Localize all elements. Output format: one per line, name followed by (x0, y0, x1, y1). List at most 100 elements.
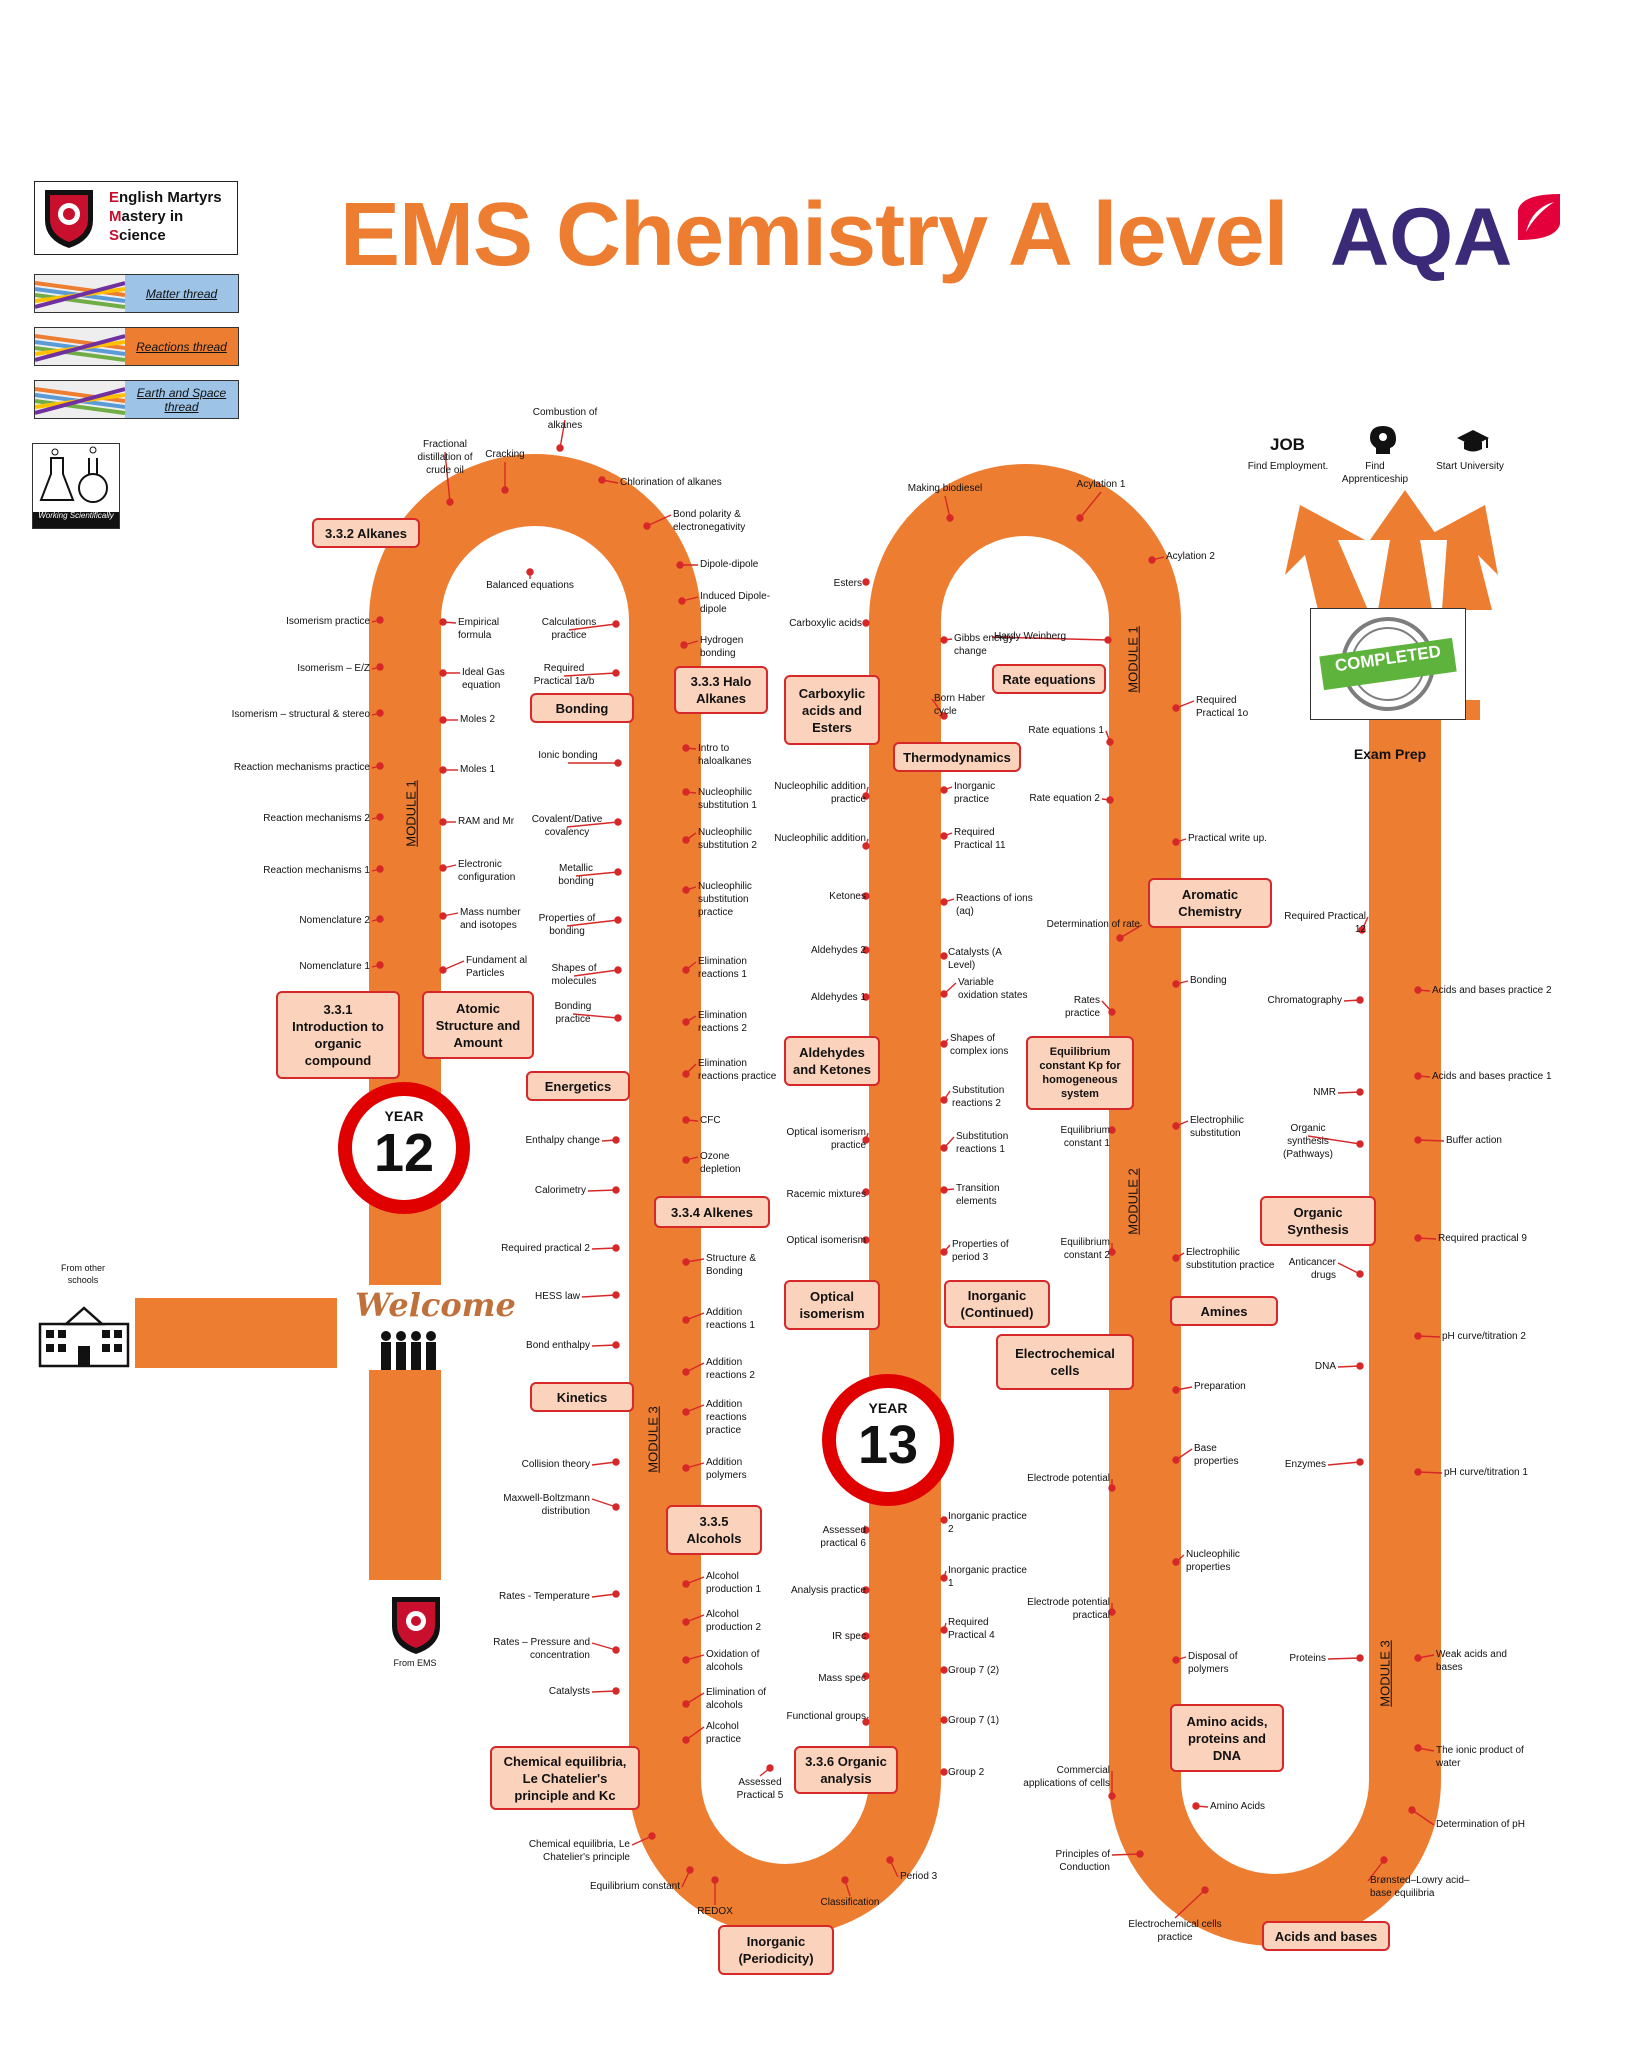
topic-label: Ketones (829, 891, 866, 902)
topic-connector (631, 1835, 653, 1846)
topic-connector (1361, 916, 1369, 931)
topic-connector (943, 1669, 947, 1672)
topic-connector (865, 949, 869, 952)
topic-label: Reaction mechanisms 2 (263, 813, 370, 824)
topic-label: Nucleophilic substitution 2 (698, 827, 757, 851)
topic-connector (591, 1247, 617, 1250)
topic-label: Optical isomerism practice (786, 1127, 866, 1151)
topic-connector (1417, 1139, 1445, 1142)
topic-label: Required Practical 4 (948, 1617, 995, 1641)
topic-connector (1101, 798, 1111, 801)
topic-label: Shapes of complex ions (950, 1033, 1009, 1057)
topic-connector (943, 1090, 951, 1101)
topic-label: Equilibrium constant 1 (1060, 1125, 1110, 1149)
topic-connector (1175, 1656, 1187, 1661)
topic-label: Bonding practice (554, 1001, 592, 1025)
topic-label: Optical isomerism (786, 1235, 866, 1246)
topic-label: Elimination of alcohols (706, 1687, 767, 1711)
topic-label: Electrode potential practical (1027, 1597, 1110, 1621)
topic-connector (1119, 924, 1143, 939)
topic-label: Alcohol practice (706, 1721, 742, 1745)
topic-connector (371, 712, 381, 716)
topic-label: Enzymes (1284, 1459, 1326, 1470)
topic-connector (559, 419, 566, 449)
topic-label: Carboxylic acids (789, 618, 862, 629)
topic-label: Chemical equilibria, Le Chatelier's prin… (528, 1839, 630, 1863)
topic-connector (683, 640, 699, 646)
topic-connector (1195, 1805, 1209, 1808)
callout-energetics: Energetics (526, 1071, 630, 1101)
topic-label: Disposal of polymers (1188, 1651, 1238, 1675)
topic-label: Substitution reactions 2 (952, 1085, 1005, 1109)
topic-connector (943, 1771, 947, 1774)
topic-label: Rates - Temperature (499, 1591, 590, 1602)
topic-connector (865, 1529, 869, 1532)
topic-connector (442, 960, 465, 971)
topic-connector (1417, 1335, 1441, 1338)
topic-label: Bonding (1190, 975, 1227, 986)
topic-label: Inorganic practice (954, 781, 996, 805)
topic-connector (1175, 838, 1187, 843)
topic-connector (844, 1879, 851, 1897)
topic-label: Variable oxidation states (958, 977, 1028, 1001)
topic-connector (943, 1244, 951, 1253)
apprentice-head-icon (1370, 426, 1396, 454)
completed-icon (1319, 617, 1457, 711)
topic-connector (1417, 1471, 1443, 1474)
topic-connector (943, 982, 957, 995)
topic-label: HESS law (534, 1291, 580, 1302)
topic-label: Inorganic practice 2 (948, 1511, 1027, 1535)
ems-crest-icon (392, 1597, 440, 1654)
topic-connector (1417, 1747, 1435, 1752)
topic-connector (943, 1038, 949, 1045)
callout-bonding: Bonding (530, 693, 634, 723)
topic-label: Covalent/Dative covalency (531, 814, 603, 838)
topic-label: Metallic bonding (558, 863, 594, 887)
working-scientifically-label: Working Scientifically (33, 512, 119, 528)
topic-connector (572, 1013, 619, 1019)
topic-label: Ideal Gas equation (462, 667, 505, 691)
topic-connector (591, 1690, 617, 1693)
topic-connector (1101, 1000, 1113, 1013)
topic-label: Rate equations 1 (1028, 725, 1104, 736)
rope-icon (35, 381, 125, 418)
topic-connector (1337, 1091, 1361, 1094)
topic-label: Addition reactions practice (706, 1399, 747, 1436)
topic-connector (601, 1139, 617, 1142)
topic-label: Combustion of alkanes (532, 407, 598, 431)
flask-icon (39, 446, 108, 503)
topic-label: Oxidation of alcohols (706, 1649, 760, 1673)
module-label: MODULE 2 (1125, 1168, 1141, 1235)
topic-label: Required practical 9 (1438, 1233, 1527, 1244)
callout-amines: Amines (1170, 1296, 1278, 1326)
topic-connector (566, 821, 619, 828)
topic-connector (591, 1344, 617, 1347)
start-university-label: Start University (1436, 461, 1504, 472)
module-label: MODULE 1 (1125, 626, 1141, 693)
topic-label: Reactions of ions (aq) (956, 893, 1033, 917)
callout-aldehydes-ketones: Aldehydes and Ketones (784, 1036, 880, 1086)
topic-connector (587, 1189, 617, 1192)
topic-connector (865, 1635, 869, 1638)
topic-connector (1327, 1461, 1361, 1466)
topic-connector (685, 961, 697, 971)
topic-connector (1307, 1135, 1361, 1145)
topic-connector (685, 886, 697, 891)
topic-label: Classification (820, 1897, 880, 1908)
topic-label: Brønsted–Lowry acid–base equilibria (1370, 1875, 1470, 1899)
callout-organic-synthesis: Organic Synthesis (1260, 1196, 1376, 1246)
topic-label: Required Practical 12 (1284, 911, 1366, 935)
topic-label: Catalysts (548, 1686, 590, 1697)
topic-connector (591, 1461, 617, 1466)
topic-label: Principles of Conduction (1055, 1849, 1110, 1873)
topic-label: Base properties (1194, 1443, 1239, 1467)
topic-label: Acids and bases practice 2 (1432, 985, 1552, 996)
module-label: MODULE 1 (403, 780, 419, 847)
topic-connector (371, 666, 381, 670)
topic-label: Nucleophilic addition (774, 833, 866, 844)
topic-label: Collision theory (521, 1459, 590, 1470)
topic-label: The ionic product of water (1436, 1745, 1524, 1769)
topic-label: Born Haber cycle (934, 693, 986, 717)
topic-label: Addition polymers (706, 1457, 747, 1481)
topic-connector (442, 621, 457, 624)
